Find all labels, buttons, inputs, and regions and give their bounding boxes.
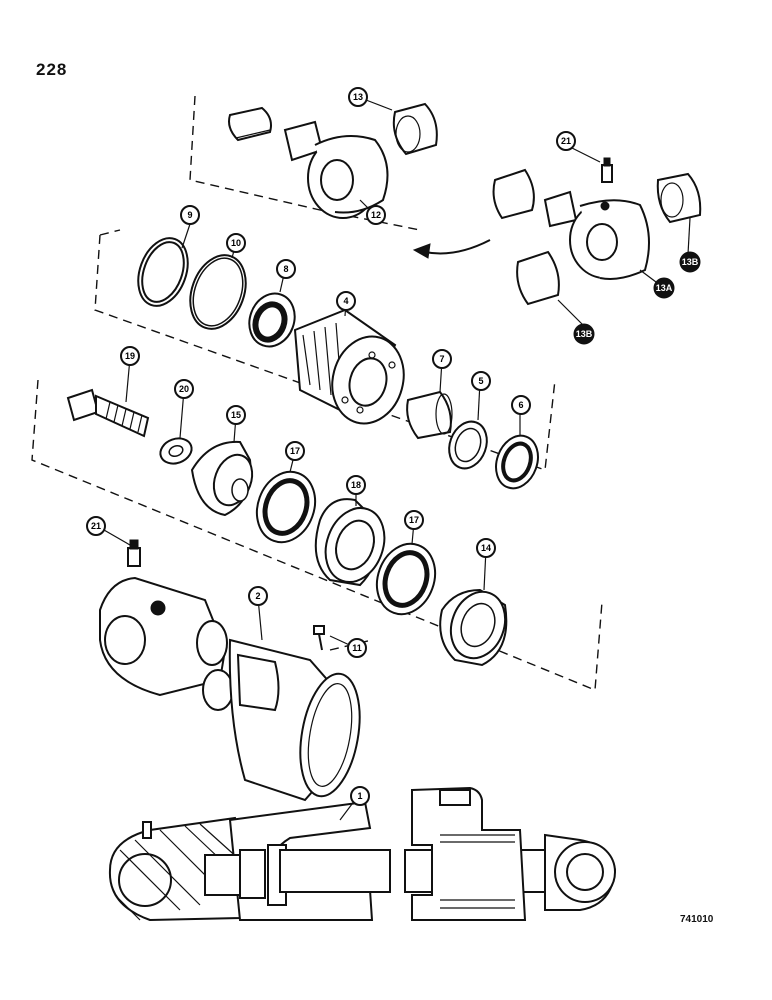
figure-code: 741010: [680, 914, 714, 925]
callout-15: 15: [226, 405, 246, 425]
callout-7: 7: [432, 349, 452, 369]
callout-label: 7: [439, 354, 444, 364]
callout-13A: 13A: [653, 277, 675, 299]
callout-label: 11: [352, 643, 362, 653]
piston-assembly: [66, 388, 508, 667]
dashed-group-gland: [94, 229, 556, 471]
callout-label: 20: [179, 384, 189, 394]
callout-label: 13A: [656, 283, 673, 293]
callout-21-bottom: 21: [86, 516, 106, 536]
callout-18: 18: [346, 475, 366, 495]
callout-14: 14: [476, 538, 496, 558]
callout-label: 13: [353, 92, 363, 102]
callout-label: 1: [357, 791, 362, 801]
callout-label: 14: [481, 543, 491, 553]
callout-4: 4: [336, 291, 356, 311]
callout-13B-bottom: 13B: [573, 323, 595, 345]
cylinder-body-assembly: [99, 539, 361, 802]
page-number: 228: [36, 60, 68, 79]
callout-label: 4: [343, 296, 348, 306]
callout-17-b: 17: [404, 510, 424, 530]
callout-label: 19: [125, 351, 135, 361]
callout-5: 5: [471, 371, 491, 391]
callout-label: 13B: [682, 257, 699, 267]
callout-label: 2: [255, 591, 260, 601]
callout-label: 17: [290, 446, 300, 456]
callout-label: 13B: [576, 329, 593, 339]
callout-13: 13: [348, 87, 368, 107]
callout-8: 8: [276, 259, 296, 279]
callout-1: 1: [350, 786, 370, 806]
callout-label: 9: [187, 210, 192, 220]
callout-label: 8: [283, 264, 288, 274]
alt-rod-eye-assembly: [412, 157, 702, 306]
callout-label: 5: [478, 376, 483, 386]
callout-label: 6: [518, 400, 523, 410]
callout-label: 15: [231, 410, 241, 420]
gland-assembly: [137, 237, 539, 490]
callout-17-a: 17: [285, 441, 305, 461]
callout-19: 19: [120, 346, 140, 366]
callout-12: 12: [366, 205, 386, 225]
callout-label: 10: [231, 238, 241, 248]
callout-11: 11: [347, 638, 367, 658]
rod-pin-assembly: [228, 102, 438, 219]
callout-13B-top: 13B: [679, 251, 701, 273]
assembled-cross-section: [108, 786, 617, 922]
callout-9: 9: [180, 205, 200, 225]
callout-10: 10: [226, 233, 246, 253]
callout-label: 17: [409, 515, 419, 525]
callout-label: 21: [561, 136, 571, 146]
callout-label: 18: [351, 480, 361, 490]
callout-20: 20: [174, 379, 194, 399]
callout-6: 6: [511, 395, 531, 415]
callout-label: 21: [91, 521, 101, 531]
callout-21-top: 21: [556, 131, 576, 151]
callout-label: 12: [371, 210, 381, 220]
callout-2: 2: [248, 586, 268, 606]
